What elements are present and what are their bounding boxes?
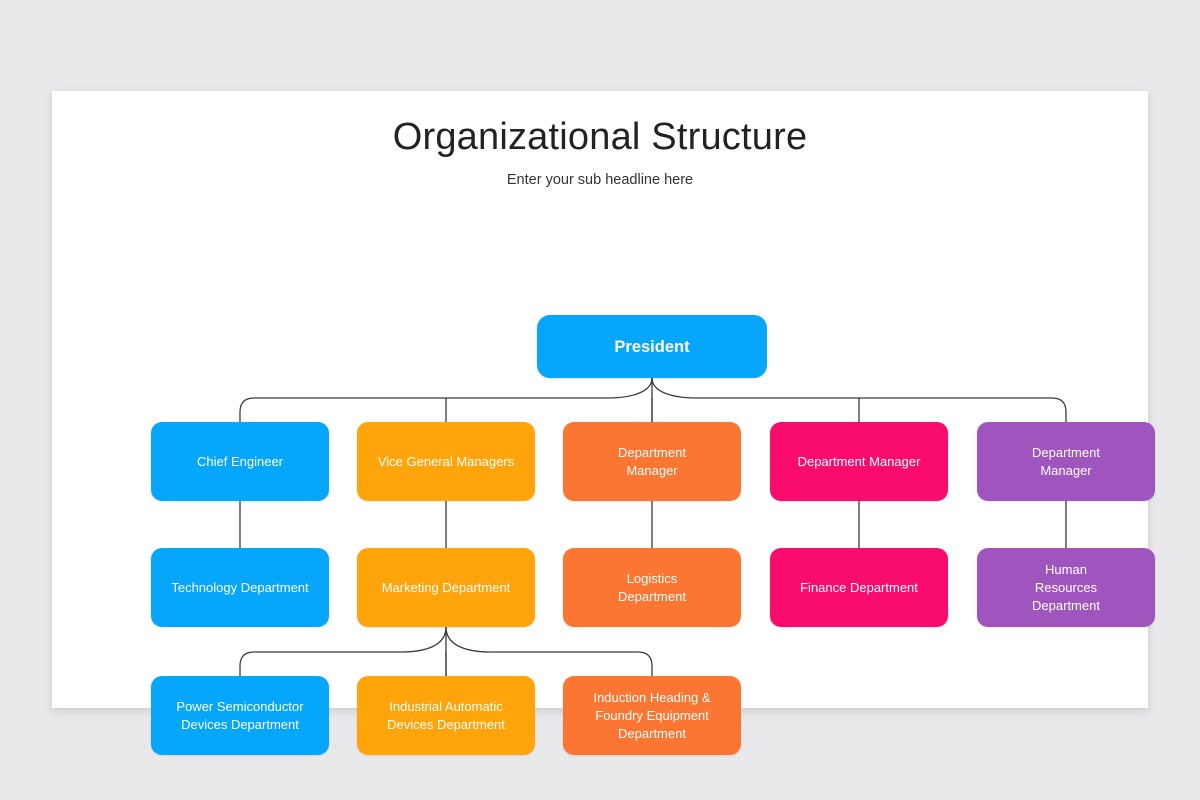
node-label: Power Semiconductor Devices Department (176, 698, 304, 732)
node-label: Department Manager (618, 444, 686, 478)
node-label: Finance Department (800, 579, 918, 595)
node-technology-department[interactable]: Technology Department (151, 548, 329, 627)
node-label: President (614, 337, 690, 356)
node-label: Human Resources Department (1032, 561, 1100, 613)
node-label: Induction Heading & Foundry Equipment De… (593, 689, 711, 741)
node-label: Department Manager (1032, 444, 1100, 478)
node-department-manager-logistics[interactable]: Department Manager (563, 422, 741, 501)
node-department-manager-finance[interactable]: Department Manager (770, 422, 948, 501)
node-label: Logistics Department (618, 570, 686, 604)
node-department-manager-hr[interactable]: Department Manager (977, 422, 1155, 501)
node-label: Marketing Department (381, 579, 511, 595)
edge-bus-left-president (239, 377, 653, 423)
node-power-semiconductor-devices-department[interactable]: Power Semiconductor Devices Department (151, 676, 329, 755)
edge-bus-right-marketing-department (445, 626, 653, 677)
page-subtitle: Enter your sub headline here (506, 172, 694, 188)
node-president[interactable]: President (537, 315, 767, 378)
node-vice-general-managers[interactable]: Vice General Managers (357, 422, 535, 501)
node-marketing-department[interactable]: Marketing Department (357, 548, 535, 627)
node-finance-department[interactable]: Finance Department (770, 548, 948, 627)
node-label: Industrial Automatic Devices Department (387, 698, 505, 732)
node-label: Vice General Managers (377, 453, 515, 469)
node-induction-heading-foundry-equipment-department[interactable]: Induction Heading & Foundry Equipment De… (563, 676, 741, 755)
edge-bus-left-marketing-department (239, 626, 447, 677)
node-human-resources-department[interactable]: Human Resources Department (977, 548, 1155, 627)
node-label: Chief Engineer (197, 453, 283, 469)
node-industrial-automatic-devices-department[interactable]: Industrial Automatic Devices Department (357, 676, 535, 755)
page-title: Organizational Structure (392, 116, 808, 158)
slide-canvas: Organizational Structure Enter your sub … (52, 91, 1155, 755)
node-logistics-department[interactable]: Logistics Department (563, 548, 741, 627)
node-chief-engineer[interactable]: Chief Engineer (151, 422, 329, 501)
node-label: Department Manager (797, 453, 921, 469)
edge-bus-right-president (651, 377, 1067, 423)
node-label: Technology Department (171, 579, 309, 595)
